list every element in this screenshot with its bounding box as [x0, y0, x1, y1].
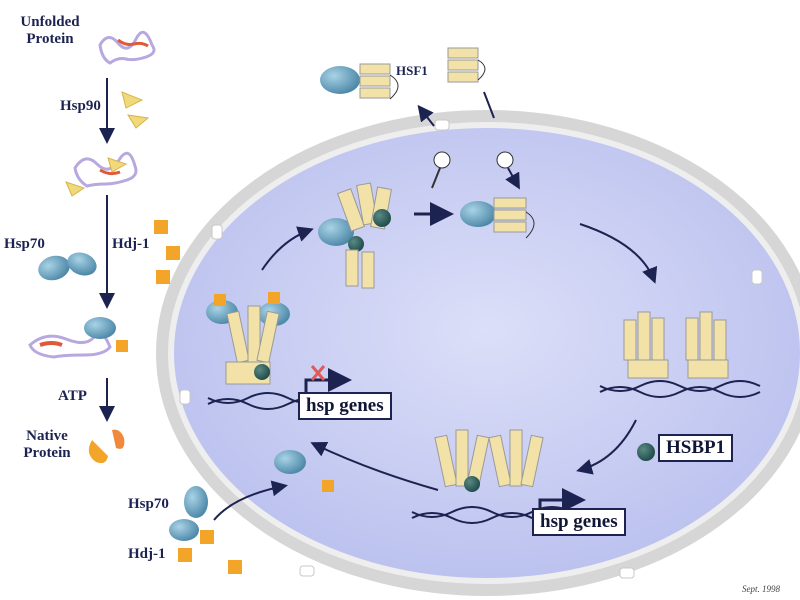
- hsf1-repressed-complex: [206, 292, 352, 410]
- unfolded-protein-icon: [98, 30, 156, 65]
- hsp70-icon: [67, 252, 97, 276]
- hsf1-monomer: [414, 151, 535, 239]
- hsf1-hsp-complex: [261, 182, 392, 289]
- transcription-arrow-active: [538, 488, 586, 512]
- hsp70-icon: [38, 255, 70, 281]
- hsp90-icon: [121, 91, 144, 109]
- hsp70-label: Hsp70: [4, 236, 45, 252]
- nuclear-pores: [179, 119, 763, 579]
- block-x-icon: [310, 365, 326, 381]
- hsp-genes-repressed-box: hsp genes: [298, 392, 392, 420]
- hsf1-exported: [320, 47, 495, 127]
- influx-hsp70-label: Hsp70: [128, 496, 169, 512]
- dna-strand: [599, 386, 761, 398]
- hsbp1-icon: [637, 443, 655, 461]
- native-protein-icon: [112, 429, 125, 449]
- native-protein-label: Native Protein: [23, 428, 71, 461]
- hsf1-trimer-bound: [579, 223, 761, 398]
- native-protein-icon: [88, 440, 108, 464]
- hdj1-label: Hdj-1: [112, 236, 150, 252]
- unfolded-protein-label: Unfolded Protein: [20, 14, 80, 47]
- hsf1-label: HSF1: [396, 63, 428, 78]
- hdj1-icon: [166, 246, 180, 260]
- hsp90-label: Hsp90: [60, 98, 101, 114]
- hdj1-icon: [156, 270, 170, 284]
- influx-hdj1-label: Hdj-1: [128, 546, 166, 562]
- hsp-genes-active-box: hsp genes: [532, 508, 626, 536]
- transcription-arrow-blocked: [304, 368, 352, 392]
- hdj1-icon: [154, 220, 168, 234]
- left-pathway-graphics: [28, 30, 180, 464]
- date-label: Sept. 1998: [742, 584, 780, 594]
- chaperone-influx: [169, 450, 334, 574]
- hsbp1-box: HSBP1: [658, 434, 734, 462]
- atp-label: ATP: [58, 388, 87, 404]
- hsp90-icon: [127, 114, 150, 129]
- hsbp1-inhibition: [576, 419, 655, 475]
- hsf1-trimer-active: [310, 429, 586, 524]
- nuclear-envelope-outer: [156, 110, 800, 596]
